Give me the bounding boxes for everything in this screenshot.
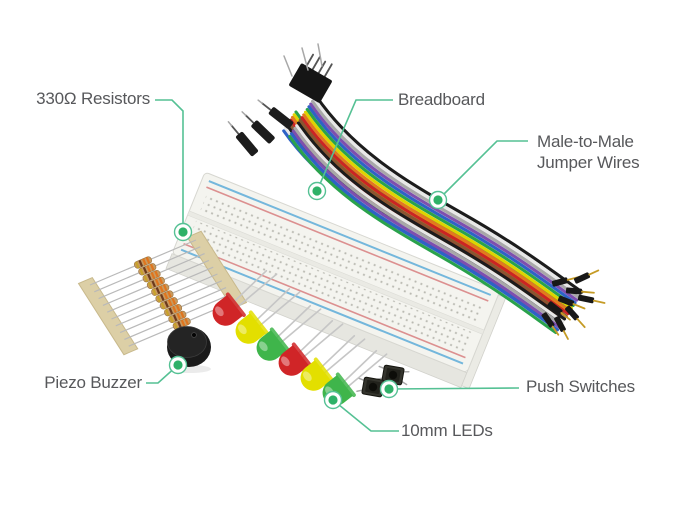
callout-line-switches [388,387,520,390]
jumper-pin [565,305,579,321]
jumper-connector [251,120,275,144]
led [256,304,322,361]
label-switches: Push Switches [526,377,635,396]
jumper-pin [551,277,569,287]
jumper-pin [554,316,566,332]
buzzer-hole [191,332,197,338]
jumper-wire-ribbon-a [288,94,584,335]
jumper-pins-bottom [541,269,606,340]
jumper-pin [541,312,555,328]
led [235,287,301,344]
resistor-tape-right [186,230,248,310]
callout-line-jumper-wires [437,140,528,201]
jumper-pin [547,301,563,315]
callout-dot-switches [379,379,399,399]
callout-dot-leds [323,390,343,410]
label-buzzer: Piezo Buzzer [44,373,142,392]
label-jumper-wires-line1: Male-to-Male [537,132,634,151]
callout-dot-buzzer [168,355,188,375]
label-resistors: 330Ω Resistors [36,89,150,108]
jumper-connector [268,107,294,129]
callout-dot-breadboard [307,181,327,201]
breadboard-center-groove [187,210,485,335]
label-leds: 10mm LEDs [401,421,493,440]
resistor-strip [77,230,248,356]
label-jumper-wires: Male-to-Male Jumper Wires [537,132,640,173]
breadboard [165,172,507,390]
jumper-connector [289,63,332,103]
led [212,269,278,326]
jumper-connectors-top [227,43,333,157]
power-rail-blue-bottom [180,248,464,365]
callout-line-resistors [155,99,184,232]
label-jumper-wires-line2: Jumper Wires [537,152,640,172]
power-rail-red-bottom [183,242,466,359]
resistor-tape-left [77,276,139,356]
label-breadboard: Breadboard [398,90,485,109]
jumper-pin [573,272,591,284]
power-rail-red-top [206,186,489,302]
callout-line-leds [332,399,399,432]
callout-dot-resistors [173,222,193,242]
jumper-pin [565,287,583,295]
power-rail-blue-top [208,180,492,296]
jumper-pin [577,294,595,304]
led [300,334,366,391]
led [278,319,344,376]
callout-dot-jumper-wires [428,190,448,210]
jumper-connector [236,131,258,157]
callout-line-breadboard [316,99,393,192]
jumper-pin [557,295,575,307]
